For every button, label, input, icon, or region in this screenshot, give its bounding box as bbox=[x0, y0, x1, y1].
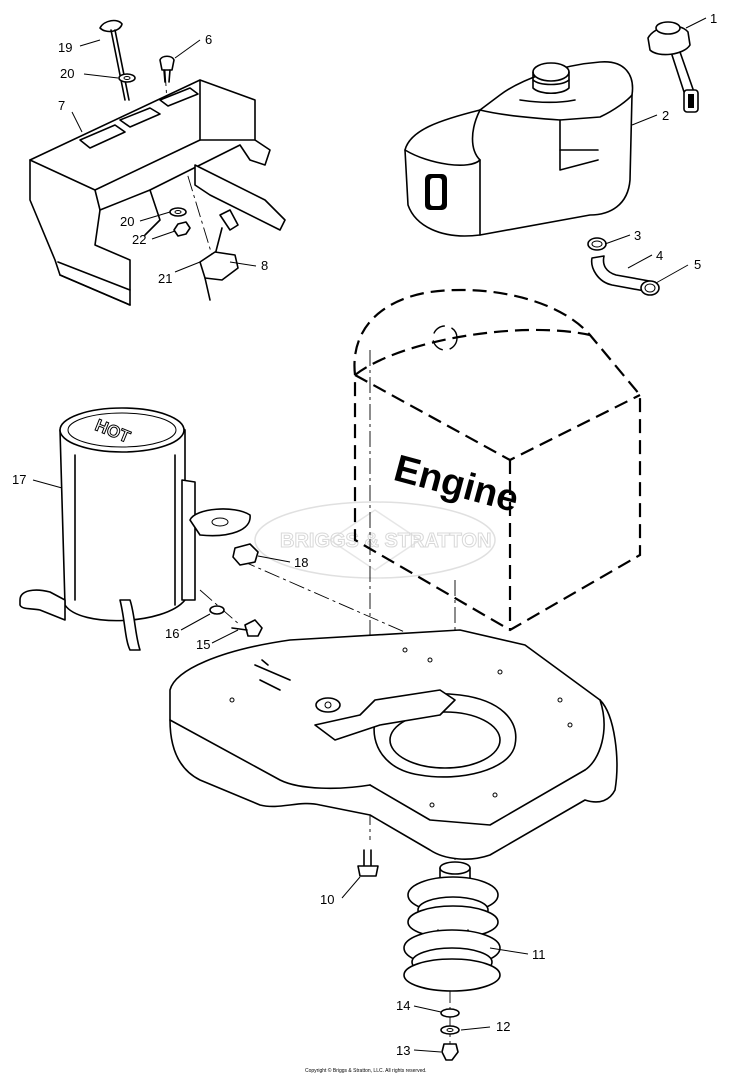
callout-13: 13 bbox=[396, 1043, 410, 1058]
callout-1: 1 bbox=[710, 11, 717, 26]
callout-21: 21 bbox=[158, 271, 172, 286]
copyright-notice: Copyright © Briggs & Stratton, LLC. All … bbox=[305, 1067, 427, 1074]
engine-label: Engine bbox=[390, 448, 523, 521]
callout-5: 5 bbox=[694, 257, 701, 272]
pulley-assembly bbox=[403, 861, 501, 992]
screw-6 bbox=[159, 55, 175, 83]
callout-16: 16 bbox=[165, 626, 179, 641]
throttle-control bbox=[169, 207, 239, 301]
callout-18: 18 bbox=[294, 555, 308, 570]
callout-4: 4 bbox=[656, 248, 663, 263]
fuel-cap bbox=[647, 21, 699, 113]
callouts: 1 2 3 4 5 6 7 8 10 11 12 13 14 15 16 17 … bbox=[12, 11, 717, 1058]
exhaust-hardware bbox=[189, 508, 263, 637]
frame-deck bbox=[169, 629, 618, 860]
callout-15: 15 bbox=[196, 637, 210, 652]
callout-7: 7 bbox=[58, 98, 65, 113]
watermark-logo: BRIGGS & STRATTON bbox=[254, 501, 496, 579]
callout-11: 11 bbox=[532, 947, 546, 962]
engine: Engine bbox=[353, 288, 642, 632]
muffler: HOT bbox=[19, 407, 196, 651]
callout-19: 19 bbox=[58, 40, 72, 55]
fuel-line-set bbox=[587, 237, 660, 296]
callout-10: 10 bbox=[320, 892, 334, 907]
callout-8: 8 bbox=[261, 258, 268, 273]
callout-17: 17 bbox=[12, 472, 26, 487]
leader-lines bbox=[32, 17, 707, 1053]
control-panel-bracket bbox=[29, 79, 286, 306]
callout-6: 6 bbox=[205, 32, 212, 47]
callout-3: 3 bbox=[634, 228, 641, 243]
callout-22: 22 bbox=[132, 232, 146, 247]
callout-20b: 20 bbox=[120, 214, 134, 229]
fuel-tank bbox=[404, 61, 634, 237]
watermark-text: BRIGGS & STRATTON bbox=[280, 530, 491, 552]
pulley-hardware bbox=[440, 1008, 460, 1061]
callout-20a: 20 bbox=[60, 66, 74, 81]
bolt-10 bbox=[357, 849, 379, 877]
callout-12: 12 bbox=[496, 1019, 510, 1034]
throttle-rod bbox=[99, 19, 136, 101]
callout-2: 2 bbox=[662, 108, 669, 123]
callout-14: 14 bbox=[396, 998, 410, 1013]
